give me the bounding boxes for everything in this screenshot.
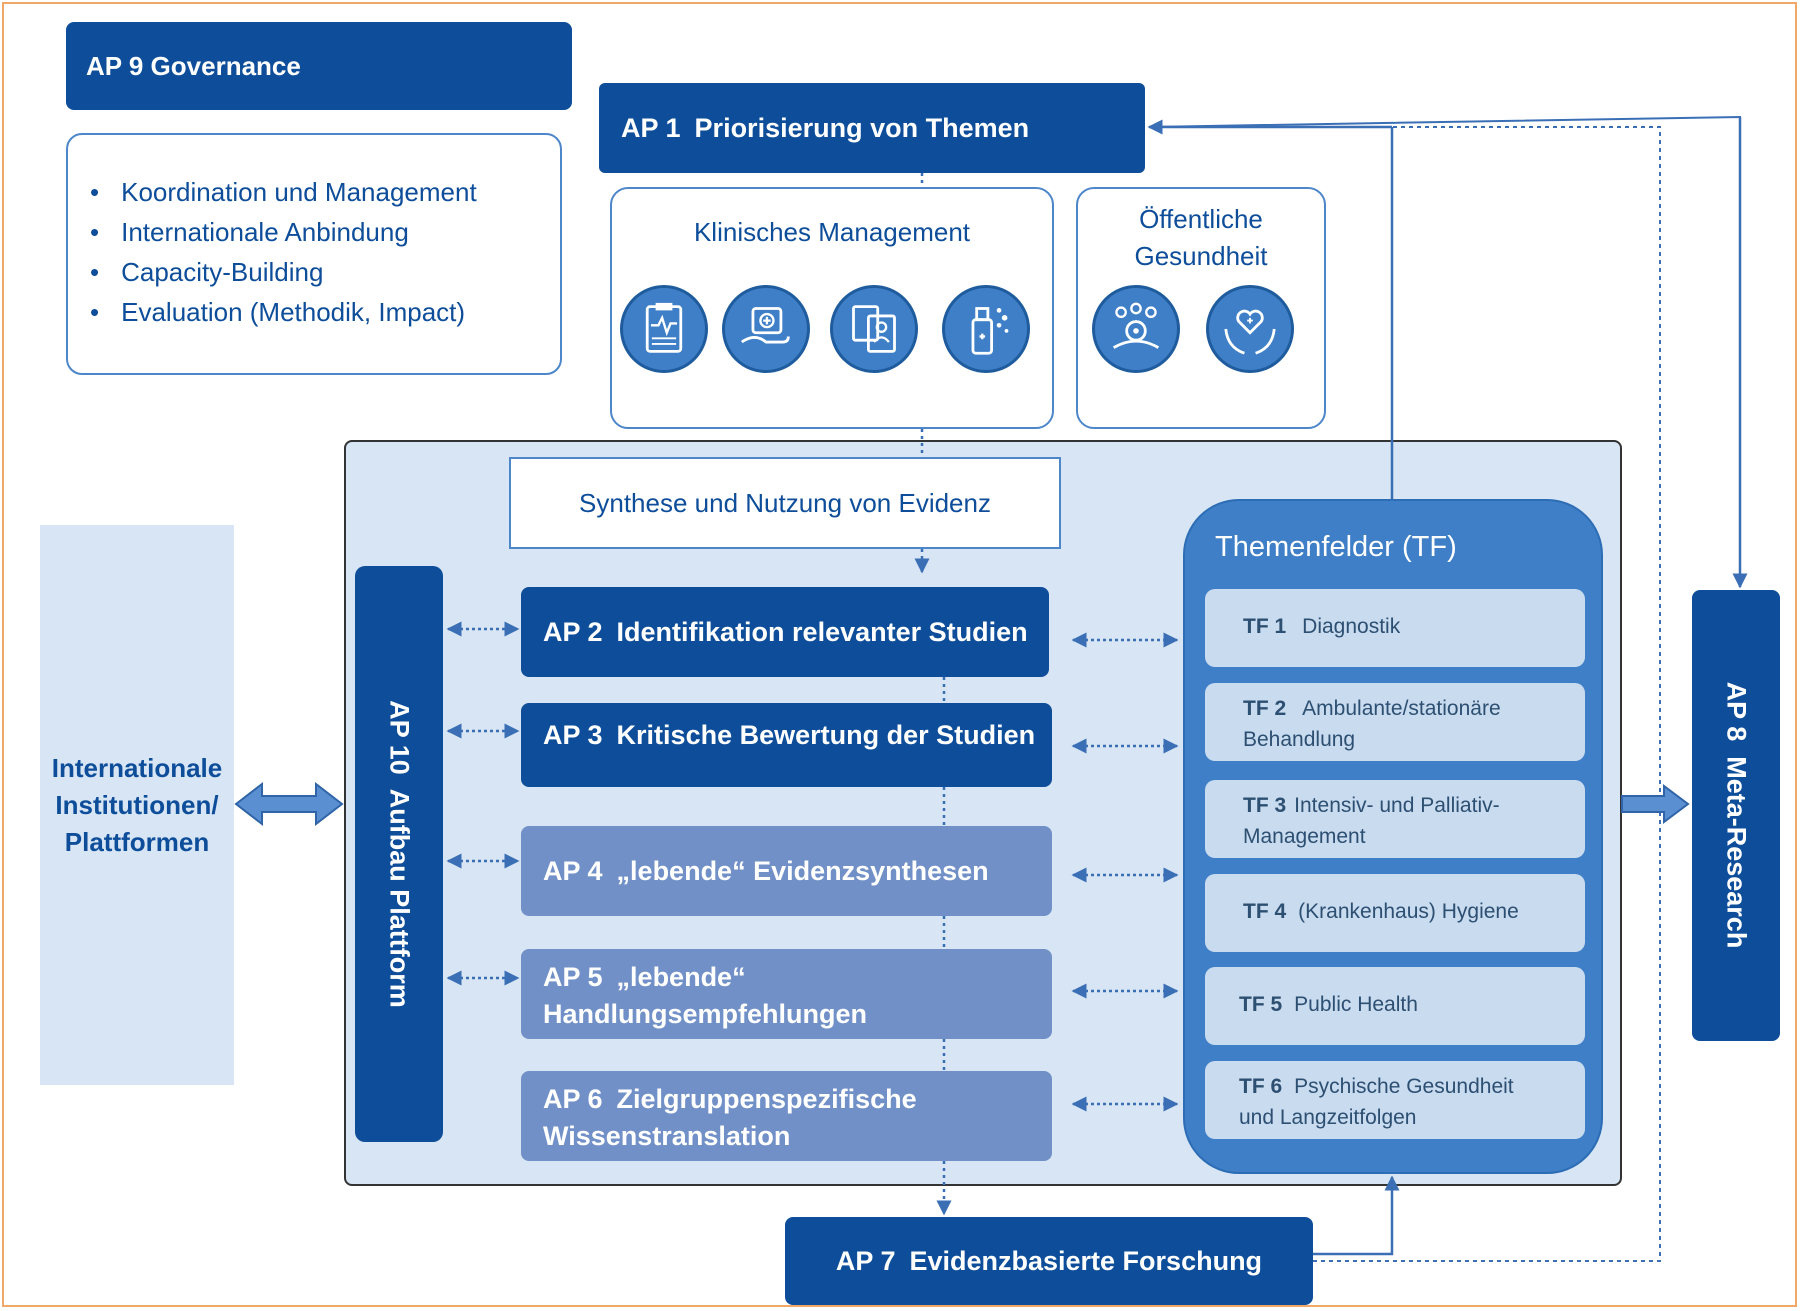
ap1-number: AP 1: [621, 113, 681, 143]
synthesis-box: Synthese und Nutzung von Evidenz: [509, 457, 1061, 549]
ap4-box: AP 4 „lebende“ Evidenzsynthesen: [521, 826, 1052, 916]
list-item: •Capacity-Building: [90, 257, 324, 287]
clinical-management-title: Klinisches Management: [693, 217, 971, 247]
themenfelder-title: Themenfelder (TF): [1215, 531, 1457, 563]
ap9-title: AP 9 Governance: [86, 50, 301, 81]
ap3-box: AP 3 Kritische Bewertung der Studien: [521, 703, 1052, 787]
synthesis-title: Synthese und Nutzung von Evidenz: [579, 487, 991, 518]
disinfectant-spray-icon: [942, 285, 1030, 373]
list-item: •Evaluation (Methodik, Impact): [90, 297, 466, 327]
hands-heart-icon: [1206, 285, 1294, 373]
list-item: •Internationale Anbindung: [90, 217, 409, 247]
clipboard-chart-icon: [620, 285, 708, 373]
ap9-tasks-box: •Koordination und Management •Internatio…: [66, 133, 562, 375]
community-gear-icon: [1092, 285, 1180, 373]
medical-kit-hand-icon: [722, 285, 810, 373]
list-item: •Koordination und Management: [90, 177, 477, 207]
international-institutions-box: Internationale Institutionen/ Plattforme…: [40, 525, 234, 1085]
ap8-box: AP 8 Meta-Research: [1692, 590, 1780, 1041]
ap7-box: AP 7 Evidenzbasierte Forschung: [785, 1217, 1313, 1305]
ap1-box: AP 1 Priorisierung von Themen: [599, 83, 1145, 173]
public-health-title: Öffentliche Gesundheit: [1134, 204, 1268, 271]
ap2-box: AP 2 Identifikation relevanter Studien: [521, 587, 1049, 677]
ap9-governance-box: AP 9 Governance: [66, 22, 572, 110]
ap5-box: AP 5„lebende“ Handlungsempfehlungen: [521, 949, 1052, 1039]
ap1-title: Priorisierung von Themen: [694, 113, 1030, 143]
patient-records-icon: [830, 285, 918, 373]
ap8-title: AP 8 Meta-Research: [1721, 681, 1752, 949]
tf4-box: TF 4(Krankenhaus) Hygiene: [1205, 874, 1585, 952]
ap9-task-list: •Koordination und Management •Internatio…: [68, 177, 560, 328]
ap10-box: AP 10 Aufbau Plattform: [355, 566, 443, 1142]
ap10-title: AP 10 Aufbau Plattform: [384, 700, 415, 1008]
